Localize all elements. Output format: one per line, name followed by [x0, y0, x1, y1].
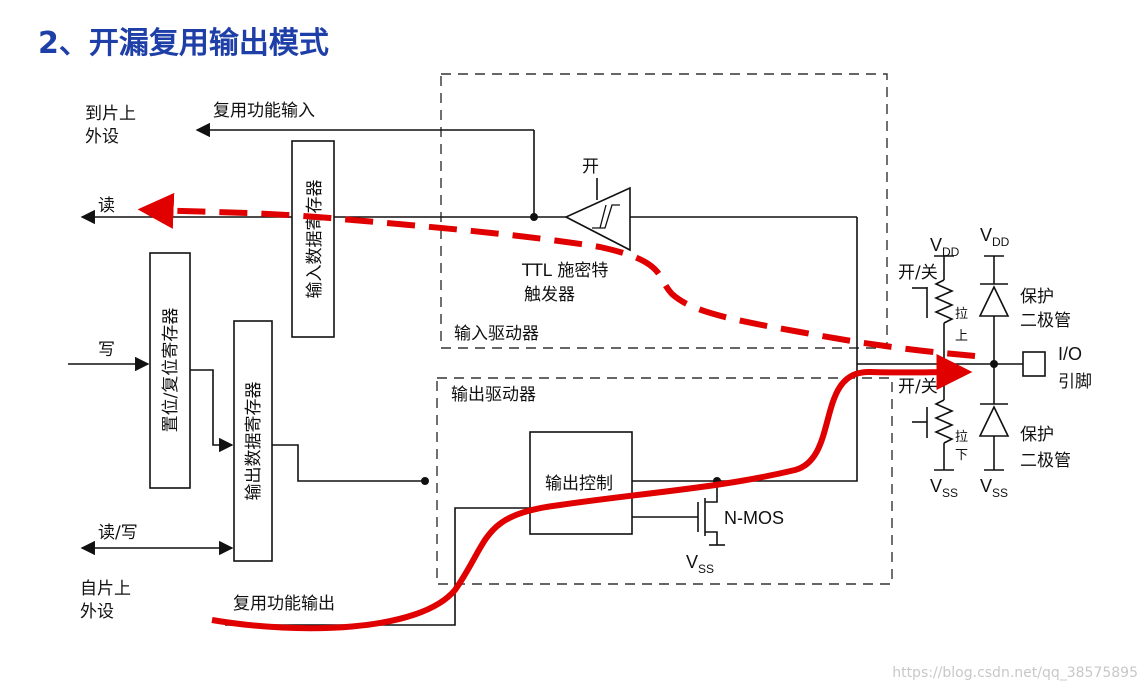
read-write-label: 读/写 — [98, 523, 138, 543]
vss-label-2: VSS — [980, 476, 1008, 500]
page-title: 2、开漏复用输出模式 — [38, 26, 329, 61]
write-label: 写 — [98, 340, 115, 360]
vdd-label-2: VDD — [980, 225, 1010, 249]
io-label-2: 引脚 — [1058, 372, 1092, 392]
bit-set-reset-register-label: 置位/复位寄存器 — [161, 308, 181, 433]
schmitt-label-1: TTL 施密特 — [521, 261, 608, 281]
bit-set-reset-register — [149, 252, 191, 489]
protect-label-2a: 保护 — [1020, 425, 1054, 445]
pull-down-label-1: 拉 — [955, 430, 968, 445]
drain-to-pin-wire — [632, 364, 858, 482]
from-periph-label-2: 外设 — [80, 602, 114, 622]
set-reset-to-odr-arrow — [190, 369, 234, 453]
on-off-label-1: 开/关 — [898, 263, 938, 283]
nmos-source — [705, 531, 718, 545]
nmos-drain — [705, 481, 718, 503]
pull-down-label-2: 下 — [955, 448, 968, 463]
protect-label-2b: 二极管 — [1020, 451, 1071, 471]
protection-diode-down — [978, 405, 1010, 437]
output-control-block — [529, 431, 633, 535]
schmitt-label-2: 触发器 — [524, 285, 575, 305]
on-off-label-2: 开/关 — [898, 377, 938, 397]
read-signal-path — [137, 192, 976, 359]
alt-output-label: 复用功能输出 — [233, 594, 335, 614]
mux-dot — [421, 477, 429, 485]
output-driver-region — [436, 377, 893, 585]
output-data-register-label: 输出数据寄存器 — [244, 382, 264, 501]
hysteresis-icon — [592, 204, 620, 229]
protect-label-1b: 二极管 — [1020, 311, 1071, 331]
vss-label-1: VSS — [930, 476, 958, 500]
read-label: 读 — [98, 196, 115, 216]
protection-diode-up — [978, 285, 1010, 317]
output-signal-path — [211, 354, 973, 632]
from-periph-label-1: 自片上 — [80, 579, 131, 599]
alt-input-label: 复用功能输入 — [213, 101, 315, 121]
output-data-register — [233, 320, 273, 562]
watermark: https://blog.csdn.net/qq_38575895 — [892, 665, 1138, 681]
schmitt-trigger — [564, 186, 631, 252]
junction-dot — [530, 213, 538, 221]
protect-label-1a: 保护 — [1020, 287, 1054, 307]
to-periph-label-2: 外设 — [85, 127, 119, 147]
output-control-label: 输出控制 — [545, 474, 613, 494]
nmos-label: N-MOS — [724, 508, 784, 528]
input-data-register-label: 输入数据寄存器 — [305, 180, 325, 299]
pull-up-label-1: 拉 — [955, 307, 968, 322]
schmitt-on-label: 开 — [582, 157, 599, 177]
vss-label: VSS — [686, 552, 714, 576]
pulldown-resistor — [934, 399, 954, 444]
pull-up-label-2: 上 — [955, 329, 968, 344]
pullup-resistor — [934, 279, 954, 324]
io-pin — [1022, 351, 1046, 377]
output-driver-label: 输出驱动器 — [451, 385, 536, 405]
odr-output-wire — [272, 444, 425, 482]
to-periph-label-1: 到片上 — [85, 104, 136, 124]
input-driver-label: 输入驱动器 — [454, 324, 539, 344]
input-data-register — [291, 140, 335, 338]
input-driver-region — [440, 73, 888, 349]
vdd-label-1: VDD — [930, 235, 960, 259]
io-label-1: I/O — [1058, 344, 1082, 364]
